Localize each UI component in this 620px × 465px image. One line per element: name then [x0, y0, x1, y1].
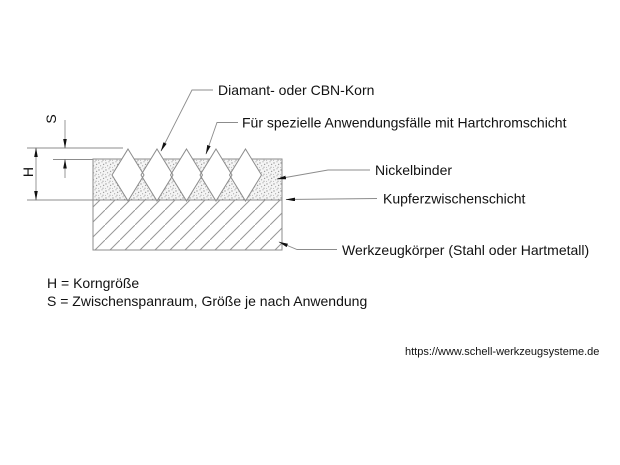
leader-nickel [276, 169, 370, 180]
leader-lines [160, 89, 378, 250]
abrasive-grains [111, 148, 263, 202]
dimension-lines [27, 120, 123, 201]
label-hartchrom: Für spezielle Anwendungsfälle mit Hartch… [242, 115, 567, 131]
label-nickel: Nickelbinder [375, 162, 452, 178]
footer-url: https://www.schell-werkzeugsysteme.de [405, 346, 599, 358]
legend-h: H = Korngröße [47, 275, 139, 291]
leader-werkzeug [278, 241, 337, 250]
label-grain: Diamant- oder CBN-Korn [218, 82, 374, 98]
label-werkzeug: Werkzeugkörper (Stahl oder Hartmetall) [342, 242, 589, 258]
s-dimension-label: S [43, 114, 59, 123]
leader-hartchrom [205, 122, 238, 155]
grain-outlines [111, 148, 263, 202]
leader-grain [160, 89, 213, 152]
tool-body-layer [92, 199, 283, 251]
h-dimension-label: H [20, 167, 36, 177]
label-kupfer: Kupferzwischenschicht [383, 191, 526, 207]
leader-kupfer [285, 197, 378, 202]
legend-s: S = Zwischenspanraum, Größe je nach Anwe… [47, 293, 367, 309]
